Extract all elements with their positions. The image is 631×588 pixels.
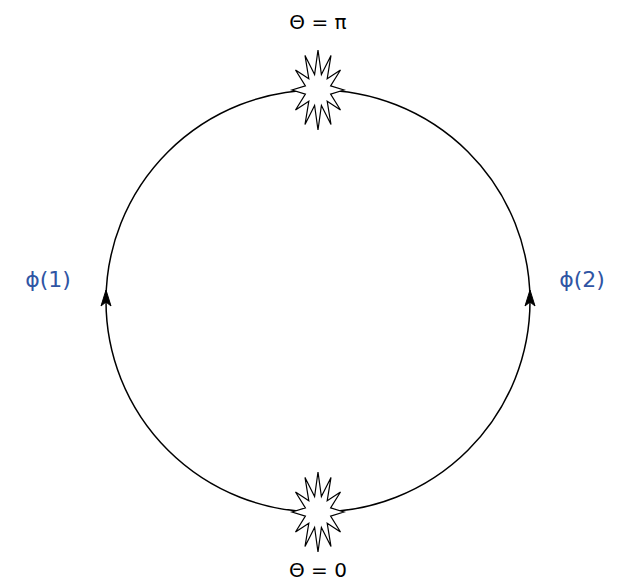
field-label: ϕ(1) [25, 267, 71, 293]
arrow-head [525, 290, 535, 306]
arrow-head [101, 290, 111, 306]
vertex-starburst [292, 50, 344, 130]
vertex-starburst [292, 472, 344, 552]
loop-circle [106, 90, 530, 512]
field-label: ϕ(2) [559, 267, 605, 293]
angle-label: Θ = π [289, 10, 346, 34]
angle-label: Θ = 0 [289, 558, 347, 582]
